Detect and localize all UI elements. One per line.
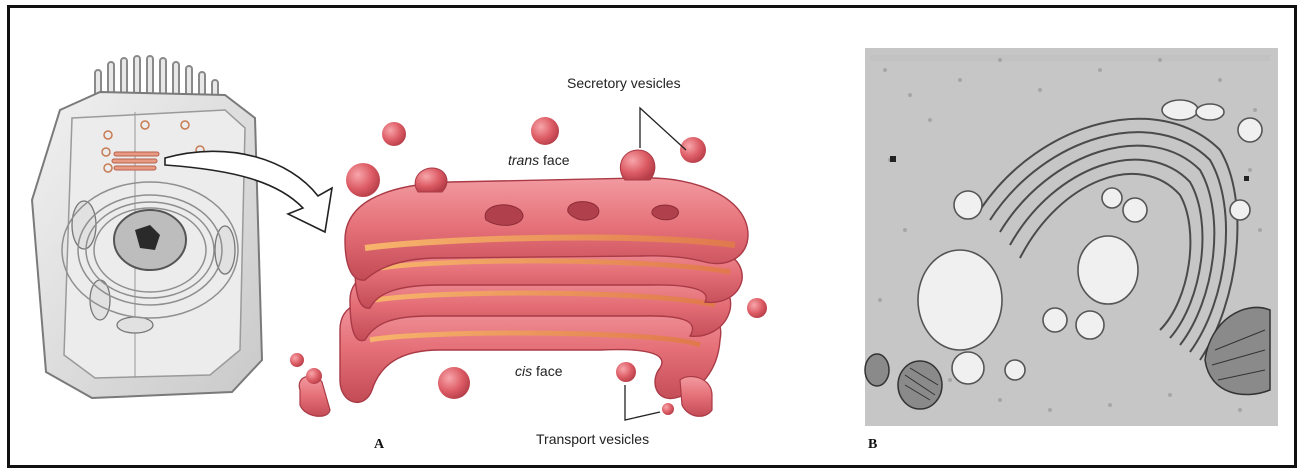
secretory-leader <box>640 108 686 150</box>
panel-b-label: B <box>868 437 877 453</box>
secretory-vesicles-label: Secretory vesicles <box>567 75 681 91</box>
micrograph <box>865 48 1278 426</box>
transport-leader <box>625 385 660 420</box>
panel-a-label: A <box>374 437 384 453</box>
cell-diagram <box>32 56 262 398</box>
cis-rest: face <box>532 363 562 379</box>
cis-face-label: cis face <box>515 363 562 379</box>
trans-rest: face <box>539 152 569 168</box>
cis-italic: cis <box>515 363 532 379</box>
transport-vesicles-label: Transport vesicles <box>536 431 649 447</box>
trans-italic: trans <box>508 152 539 168</box>
trans-face-label: trans face <box>508 152 569 168</box>
